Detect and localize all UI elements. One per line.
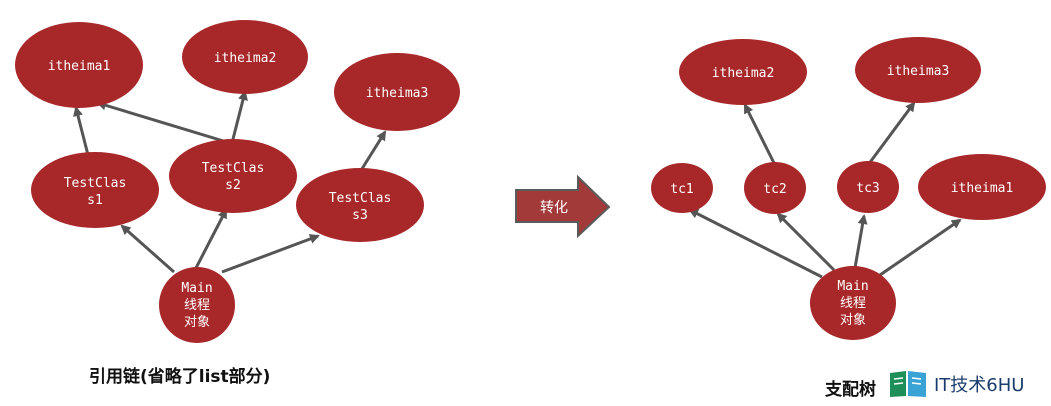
watermark: IT技术6HU [888,369,1024,399]
edge-r-tc3-itheima3 [866,101,916,166]
left-node-testclass3: TestClas s3 [296,168,424,242]
node-label: itheima1 [48,59,111,74]
edge-r-main-itheima1 [879,218,962,277]
left-caption: 引用链(省略了list部分) [89,367,271,387]
left-node-itheima2: itheima2 [182,20,308,94]
transform-label: 转化 [540,200,568,216]
right-node-itheima1: itheima1 [918,154,1046,220]
node-label-line2: s3 [352,208,368,223]
left-node-main: Main 线程 对象 [159,267,235,343]
left-node-testclass2: TestClas s2 [169,139,297,213]
left-edges [73,90,387,274]
left-node-testclass1: TestClas s1 [31,152,159,228]
edge-r-main-tc1 [688,208,823,279]
node-label-line2: 线程 [184,298,210,313]
node-label-line1: TestClas [64,176,127,191]
node-label: itheima2 [712,66,775,81]
node-label: tc2 [763,182,786,197]
right-edges [688,101,962,279]
book-icon [890,371,926,397]
node-label: tc1 [670,182,693,197]
watermark-text: IT技术6HU [934,375,1025,396]
edge-r-tc2-itheima2 [743,103,777,166]
right-node-tc1: tc1 [651,163,713,213]
edge-l-tc3-itheima3 [358,130,387,173]
node-label-line2: s2 [225,178,241,193]
edge-l-main-tc3 [221,234,320,274]
left-node-itheima1: itheima1 [15,22,143,108]
right-caption: 支配树 [825,380,876,400]
right-node-itheima3: itheima3 [855,37,981,103]
edge-r-main-tc2 [776,212,836,272]
edge-l-tc2-itheima1 [96,100,231,145]
node-label: itheima1 [951,181,1014,196]
edge-r-main-tc3 [853,214,868,269]
node-label-line3: 对象 [184,315,210,330]
right-node-main: Main 线程 对象 [810,266,896,340]
edge-l-tc2-itheima2 [230,90,248,144]
right-node-tc3: tc3 [837,161,899,213]
node-label-line1: Main [181,281,212,296]
node-label: itheima3 [887,64,950,79]
node-label: tc3 [856,181,879,196]
edge-l-main-tc2 [194,208,228,269]
node-label-line1: Main [837,279,868,294]
node-label: itheima3 [366,86,429,101]
node-label-line2: s1 [87,193,103,208]
right-node-itheima2: itheima2 [679,39,807,105]
node-label-line1: TestClas [329,191,392,206]
right-node-tc2: tc2 [744,162,806,214]
edge-l-main-tc1 [120,224,175,274]
left-node-itheima3: itheima3 [334,53,460,131]
transform-arrow: 转化 [515,174,611,239]
node-label-line3: 对象 [840,313,866,328]
node-label: itheima2 [214,51,277,66]
edge-l-tc1-itheima1 [73,106,90,156]
node-label-line2: 线程 [840,296,866,311]
node-label-line1: TestClas [202,161,265,176]
